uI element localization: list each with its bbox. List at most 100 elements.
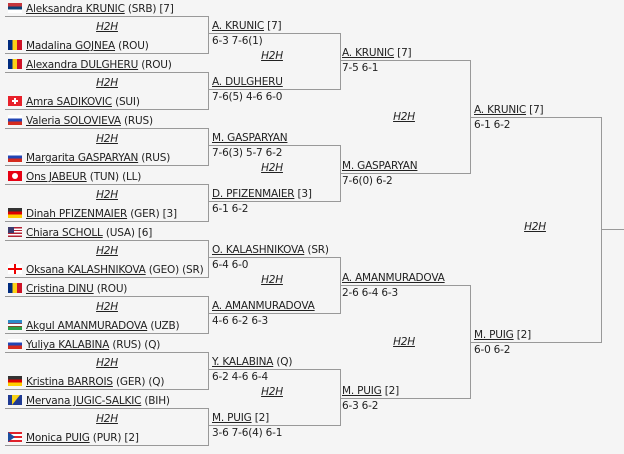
player-info: (GER) [3] — [127, 208, 177, 220]
player-info: (SRB) [7] — [124, 3, 174, 15]
h2h-link[interactable]: H2H — [524, 221, 546, 233]
h2h-link[interactable]: H2H — [96, 77, 118, 89]
player-link[interactable]: Valeria SOLOVIEVA — [26, 115, 121, 127]
match-score: 6-3 6-2 — [342, 400, 379, 412]
player-entry: Akgul AMANMURADOVA (UZB) — [8, 320, 180, 333]
player-link[interactable]: Cristina DINU — [26, 283, 94, 295]
player-info: (GER) (Q) — [112, 376, 165, 388]
player-info: (ROU) — [115, 40, 149, 52]
player-info: (UZB) — [147, 320, 180, 332]
h2h-link[interactable]: H2H — [393, 336, 415, 348]
player-link[interactable]: D. PFIZENMAIER — [212, 188, 295, 200]
winner-entry: A. KRUNIC [7] — [342, 47, 412, 60]
player-info: [7] — [526, 104, 544, 116]
h2h-link[interactable]: H2H — [96, 301, 118, 313]
player-link[interactable]: Kristina BARROIS — [26, 376, 113, 388]
flag-icon — [8, 208, 22, 218]
match-score: 3-6 7-6(4) 6-1 — [212, 427, 283, 439]
player-link[interactable]: A. KRUNIC — [474, 104, 527, 116]
match-score: 6-0 6-2 — [474, 344, 511, 356]
winner-entry: A. AMANMURADOVA — [212, 300, 315, 313]
match-score: 6-4 6-0 — [212, 259, 249, 271]
match-score: 6-1 6-2 — [474, 119, 511, 131]
player-link[interactable]: Amra SADIKOVIC — [26, 96, 112, 108]
bracket-line — [5, 16, 209, 54]
winner-entry: A. AMANMURADOVA — [342, 272, 445, 285]
player-link[interactable]: A. AMANMURADOVA — [212, 300, 315, 312]
match-score: 4-6 6-2 6-3 — [212, 315, 268, 327]
bracket-line — [5, 128, 209, 166]
player-link[interactable]: A. AMANMURADOVA — [342, 272, 445, 284]
player-info: (SUI) — [111, 96, 140, 108]
winner-entry: A. KRUNIC [7] — [212, 20, 282, 33]
flag-icon — [8, 432, 22, 442]
bracket-line — [5, 408, 209, 446]
player-link[interactable]: Chiara SCHOLL — [26, 227, 103, 239]
player-link[interactable]: Madalina GOJNEA — [26, 40, 116, 52]
player-link[interactable]: Ons JABEUR — [26, 171, 87, 183]
bracket-line — [5, 296, 209, 334]
h2h-link[interactable]: H2H — [261, 50, 283, 62]
player-link[interactable]: A. KRUNIC — [212, 20, 265, 32]
winner-entry: M. PUIG [2] — [342, 385, 399, 398]
winner-entry: O. KALASHNIKOVA (SR) — [212, 244, 329, 257]
player-link[interactable]: M. PUIG — [342, 385, 382, 397]
h2h-link[interactable]: H2H — [96, 21, 118, 33]
h2h-link[interactable]: H2H — [393, 111, 415, 123]
bracket-line — [209, 33, 341, 90]
h2h-link[interactable]: H2H — [96, 189, 118, 201]
player-info: (TUN) (LL) — [86, 171, 142, 183]
player-link[interactable]: A. DULGHERU — [212, 76, 283, 88]
bracket-line — [341, 60, 471, 174]
flag-icon — [8, 264, 22, 274]
h2h-link[interactable]: H2H — [261, 274, 283, 286]
player-link[interactable]: A. KRUNIC — [342, 47, 395, 59]
player-link[interactable]: Akgul AMANMURADOVA — [26, 320, 148, 332]
flag-icon — [8, 115, 22, 125]
player-entry: Mervana JUGIC-SALKIC (BIH) — [8, 395, 170, 408]
player-link[interactable]: Monica PUIG — [26, 432, 90, 444]
flag-icon — [8, 40, 22, 50]
bracket-line — [209, 257, 341, 314]
h2h-link[interactable]: H2H — [261, 162, 283, 174]
bracket-line — [5, 72, 209, 110]
flag-icon — [8, 152, 22, 162]
player-link[interactable]: Oksana KALASHNIKOVA — [26, 264, 146, 276]
h2h-link[interactable]: H2H — [261, 386, 283, 398]
player-info: [7] — [264, 20, 282, 32]
player-link[interactable]: Yuliya KALABINA — [26, 339, 110, 351]
h2h-link[interactable]: H2H — [96, 245, 118, 257]
player-entry: Yuliya KALABINA (RUS) (Q) — [8, 339, 160, 352]
player-link[interactable]: M. GASPARYAN — [342, 160, 418, 172]
player-link[interactable]: Y. KALABINA — [212, 356, 274, 368]
player-info: [2] — [381, 385, 400, 397]
player-link[interactable]: M. PUIG — [474, 329, 514, 341]
player-link[interactable]: Aleksandra KRUNIC — [26, 3, 125, 15]
flag-icon — [8, 171, 22, 181]
flag-icon — [8, 283, 22, 293]
player-entry: Amra SADIKOVIC (SUI) — [8, 96, 140, 109]
match-score: 7-5 6-1 — [342, 62, 379, 74]
winner-entry: M. PUIG [2] — [474, 329, 531, 342]
player-link[interactable]: M. PUIG — [212, 412, 252, 424]
match-score: 7-6(3) 5-7 6-2 — [212, 147, 283, 159]
player-entry: Oksana KALASHNIKOVA (GEO) (SR) — [8, 264, 204, 277]
h2h-link[interactable]: H2H — [96, 133, 118, 145]
player-link[interactable]: Dinah PFIZENMAIER — [26, 208, 128, 220]
match-score: 6-1 6-2 — [212, 203, 249, 215]
player-info: (PUR) [2] — [89, 432, 139, 444]
bracket-line — [341, 285, 471, 399]
player-link[interactable]: Margarita GASPARYAN — [26, 152, 139, 164]
player-link[interactable]: M. GASPARYAN — [212, 132, 288, 144]
player-link[interactable]: Mervana JUGIC-SALKIC — [26, 395, 142, 407]
h2h-link[interactable]: H2H — [96, 357, 118, 369]
player-info: [2] — [513, 329, 532, 341]
player-info: (RUS) — [138, 152, 171, 164]
bracket-line — [471, 117, 602, 343]
flag-icon — [8, 3, 22, 13]
flag-icon — [8, 376, 22, 386]
player-link[interactable]: Alexandra DULGHERU — [26, 59, 139, 71]
player-link[interactable]: O. KALASHNIKOVA — [212, 244, 305, 256]
h2h-link[interactable]: H2H — [96, 413, 118, 425]
player-entry: Aleksandra KRUNIC (SRB) [7] — [8, 3, 174, 16]
